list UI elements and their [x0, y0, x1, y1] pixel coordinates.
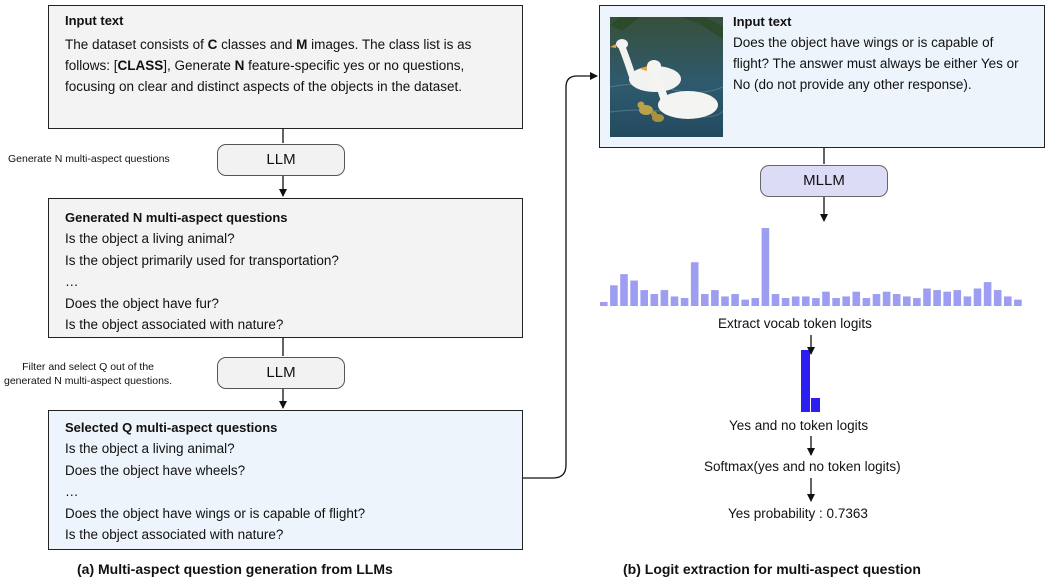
- vocab-logit-bar: [620, 274, 628, 306]
- vocab-logit-bar: [630, 280, 638, 306]
- vocab-logit-bar: [711, 290, 719, 306]
- prompt-bold-token: CLASS: [117, 58, 164, 73]
- prompt-text-run: feature-specific yes or no questions, fo…: [65, 58, 465, 94]
- vocab-logit-bar: [660, 290, 669, 306]
- llm2-block: LLM: [217, 357, 345, 389]
- vocab-logit-bar: [842, 296, 850, 306]
- llm2-side-label-line2: generated N multi-aspect questions.: [4, 375, 173, 387]
- selected-question: Is the object associated with nature?: [65, 527, 284, 542]
- prompt-text-run: classes and: [217, 37, 297, 52]
- vocab-logit-bar: [852, 291, 861, 306]
- vocab-logit-bar: [1004, 296, 1012, 306]
- prompt-text-run: The dataset consists of: [65, 37, 208, 52]
- vocab-logit-bar: [903, 296, 911, 306]
- vocab-logit-bar: [791, 296, 800, 306]
- selected-question: Is the object a living animal?: [65, 441, 235, 456]
- vocab-logit-bar: [973, 288, 982, 306]
- vocab-logits-caption: Extract vocab token logits: [718, 316, 872, 331]
- generated-questions-box: Generated N multi-aspect questions Is th…: [48, 198, 523, 338]
- vocab-logit-bar: [882, 291, 891, 306]
- vocab-logit-bar: [761, 228, 770, 306]
- generated-question: …: [65, 274, 79, 289]
- no-logit-bar: [811, 398, 820, 412]
- vocab-logit-bar: [701, 294, 709, 306]
- vocab-logit-bar: [650, 294, 659, 306]
- caption-a: (a) Multi-aspect question generation fro…: [77, 561, 393, 577]
- vocab-logits-chart: [600, 228, 1022, 306]
- goose-photo: [610, 17, 723, 137]
- vocab-logit-bar: [892, 294, 901, 306]
- vocab-logit-bar: [923, 288, 931, 306]
- prompt-text-run: ], Generate: [163, 58, 235, 73]
- llm1-block: LLM: [217, 144, 345, 176]
- vocab-logit-bar: [670, 296, 679, 306]
- mllm-input-box: Input text Does the object have wings or…: [599, 5, 1045, 148]
- vocab-logit-bar: [993, 290, 1002, 306]
- vocab-logit-bar: [822, 291, 830, 306]
- selected-questions-title: Selected Q multi-aspect questions: [65, 420, 278, 435]
- selected-question: Does the object have wings or is capable…: [65, 505, 366, 521]
- selected-question: …: [65, 484, 79, 499]
- generated-questions-title: Generated N multi-aspect questions: [65, 210, 288, 225]
- llm2-side-label: Filter and select Q out of the generated…: [4, 360, 172, 388]
- vocab-logit-bar: [862, 298, 871, 306]
- vocab-logit-bar: [771, 294, 780, 306]
- mllm-block: MLLM: [760, 165, 888, 197]
- vocab-logit-bar: [963, 296, 972, 306]
- vocab-logit-bar: [1014, 299, 1022, 306]
- generated-question: Is the object a living animal?: [65, 231, 235, 246]
- generated-question: Is the object primarily used for transpo…: [65, 252, 339, 268]
- vocab-logit-bar: [812, 298, 820, 306]
- vocab-logit-bar: [600, 302, 608, 306]
- vocab-logit-bar: [872, 294, 881, 306]
- vocab-logit-bar: [953, 290, 962, 306]
- yes-no-logits-caption: Yes and no token logits: [729, 418, 869, 433]
- vocab-logit-bar: [781, 298, 790, 306]
- vocab-logit-bar: [751, 298, 760, 306]
- vocab-logit-bar: [913, 298, 921, 306]
- prompt-bold-token: M: [296, 37, 308, 52]
- vocab-logit-bar: [983, 282, 992, 306]
- vocab-logit-bar: [610, 285, 618, 306]
- yes-no-logits-chart: [801, 350, 820, 412]
- input-text-title: Input text: [65, 13, 124, 28]
- prompt-text-run: images. The class list is as follows: [: [65, 37, 472, 73]
- arrow-selected-to-mllm-input: [523, 72, 598, 479]
- caption-b: (b) Logit extraction for multi-aspect qu…: [623, 561, 921, 577]
- softmax-caption: Softmax(yes and no token logits): [704, 459, 901, 474]
- mllm-input-title: Input text: [733, 14, 792, 29]
- vocab-logit-bar: [943, 291, 951, 306]
- input-text-box: Input text The dataset consists of C cla…: [48, 5, 523, 129]
- result-caption: Yes probability : 0.7363: [728, 506, 868, 521]
- generated-question: Is the object associated with nature?: [65, 317, 284, 332]
- prompt-bold-token: C: [207, 37, 218, 52]
- vocab-logit-bar: [933, 290, 941, 306]
- vocab-logit-bar: [832, 298, 840, 306]
- vocab-logit-bar: [741, 299, 749, 306]
- selected-questions-box: Selected Q multi-aspect questions Is the…: [48, 410, 523, 550]
- vocab-logit-bar: [640, 290, 648, 306]
- selected-question: Does the object have wheels?: [65, 462, 246, 478]
- mllm-input-body: Does the object have wings or is capable…: [733, 35, 1019, 92]
- input-text-body: The dataset consists of C classes and M …: [65, 34, 510, 97]
- vocab-logit-bar: [721, 296, 729, 306]
- vocab-logit-bar: [690, 262, 699, 306]
- yes-logit-bar: [801, 350, 810, 412]
- vocab-logit-bar: [731, 294, 739, 306]
- vocab-logit-bar: [802, 296, 810, 306]
- generated-question: Does the object have fur?: [65, 295, 219, 311]
- prompt-bold-token: N: [234, 58, 245, 73]
- vocab-logit-bar: [680, 298, 689, 306]
- llm2-side-label-line1: Filter and select Q out of the: [22, 361, 154, 373]
- llm1-side-label: Generate N multi-aspect questions: [8, 153, 170, 165]
